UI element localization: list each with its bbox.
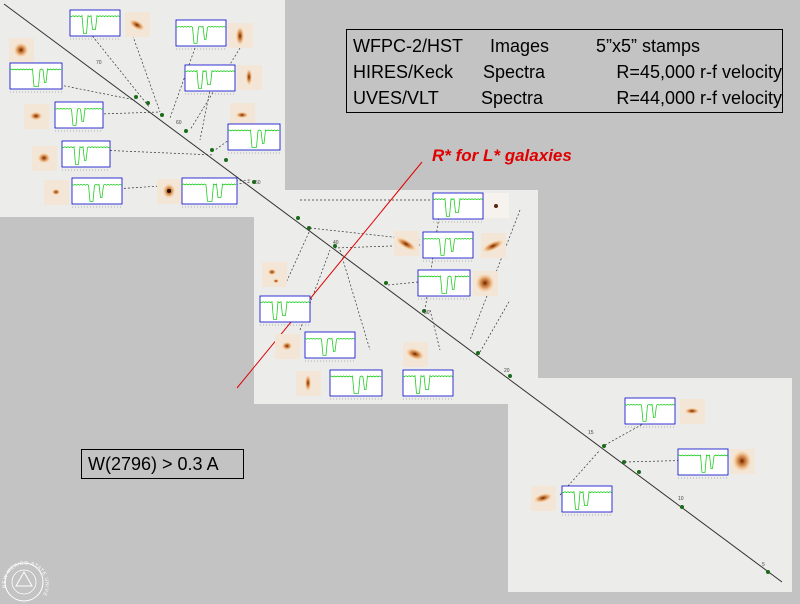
svg-text:20: 20 bbox=[504, 368, 510, 374]
spectrum-panel bbox=[329, 369, 383, 400]
line-of-sight-ticks: 70 60 50 40 30 20 15 10 5 bbox=[96, 60, 765, 568]
legend-instrument: HIRES/Keck bbox=[353, 62, 454, 82]
spectrum-panel bbox=[304, 331, 356, 362]
galaxy-stamp-20 bbox=[531, 486, 556, 511]
svg-text:40: 40 bbox=[333, 240, 339, 246]
svg-text:15: 15 bbox=[588, 430, 594, 436]
galaxy-stamp-11 bbox=[394, 231, 419, 256]
spectrum-panel bbox=[677, 448, 729, 479]
svg-text:30: 30 bbox=[424, 310, 430, 316]
spectrum-panel bbox=[184, 64, 236, 95]
spectrum-panel bbox=[54, 101, 104, 132]
galaxy-stamp-8 bbox=[44, 180, 69, 205]
spectrum-panel bbox=[561, 485, 613, 516]
galaxy-stamp-10 bbox=[484, 193, 509, 218]
galaxy-stamp-2 bbox=[228, 23, 253, 48]
legend-instrument: WFPC-2/HST bbox=[353, 36, 463, 56]
galaxy-stamp-14 bbox=[473, 271, 498, 296]
svg-text:5: 5 bbox=[762, 562, 765, 568]
galaxy-stamp-4 bbox=[237, 65, 262, 90]
svg-text:70: 70 bbox=[96, 60, 102, 66]
legend-detail: 5”x5” stamps bbox=[596, 36, 701, 56]
legend-row-2: HIRES/Keck Spectra R=45,000 r-f velocity bbox=[353, 59, 782, 85]
galaxy-stamps bbox=[9, 12, 755, 511]
galaxy-stamp-3 bbox=[9, 38, 34, 63]
galaxy-stamp-12 bbox=[481, 233, 506, 258]
spectrum-panel bbox=[69, 9, 121, 40]
legend-detail: R=45,000 r-f velocity bbox=[616, 62, 782, 82]
rstar-line bbox=[236, 161, 423, 389]
legend-instrument: UVES/VLT bbox=[353, 88, 439, 108]
galaxy-stamp-15 bbox=[275, 334, 300, 359]
spectrum-panel bbox=[259, 295, 311, 326]
spectrum-panel bbox=[227, 123, 281, 154]
spectrum-panel bbox=[402, 369, 454, 400]
spectrum-panel bbox=[71, 177, 123, 208]
spectrum-panel bbox=[432, 192, 484, 223]
svg-text:60: 60 bbox=[176, 120, 182, 126]
instrument-legend-box: WFPC-2/HST Images 5”x5” stamps HIRES/Kec… bbox=[346, 29, 783, 113]
galaxy-stamp-19 bbox=[730, 449, 755, 474]
spectrum-panel bbox=[175, 19, 227, 50]
galaxy-stamp-9 bbox=[157, 179, 182, 204]
svg-text:50: 50 bbox=[255, 180, 261, 186]
spectrum-panel bbox=[61, 140, 111, 171]
galaxy-stamp-18 bbox=[680, 399, 705, 424]
line-of-sight bbox=[3, 3, 783, 583]
equivalent-width-label: W(2796) > 0.3 A bbox=[81, 449, 244, 479]
spectra-panels bbox=[9, 9, 729, 516]
spectrum-panel bbox=[422, 231, 474, 262]
spectrum-panel bbox=[624, 397, 676, 428]
legend-row-3: UVES/VLT Spectra R=44,000 r-f velocity bbox=[353, 85, 782, 111]
rstar-label: R* for L* galaxies bbox=[432, 146, 572, 165]
legend-type: Images bbox=[490, 36, 550, 56]
galaxy-stamp-1 bbox=[125, 12, 150, 37]
galaxy-stamp-7 bbox=[32, 146, 57, 171]
galaxy-stamp-16 bbox=[403, 342, 428, 367]
galaxy-stamp-17 bbox=[296, 371, 321, 396]
spectrum-panel bbox=[417, 269, 471, 300]
legend-detail: R=44,000 r-f velocity bbox=[616, 88, 782, 108]
galaxy-stamp-13 bbox=[262, 262, 287, 287]
university-seal-icon: NEW MEXICO STATE UNIVERSITY bbox=[0, 552, 49, 602]
svg-text:10: 10 bbox=[678, 496, 684, 502]
legend-row-1: WFPC-2/HST Images 5”x5” stamps bbox=[353, 33, 782, 59]
legend-type: Spectra bbox=[481, 88, 544, 108]
line-of-sight-markers bbox=[134, 95, 770, 574]
spectrum-panel bbox=[9, 62, 63, 93]
spectrum-panel bbox=[181, 177, 238, 208]
galaxy-stamp-5 bbox=[24, 104, 49, 129]
legend-type: Spectra bbox=[483, 62, 546, 82]
